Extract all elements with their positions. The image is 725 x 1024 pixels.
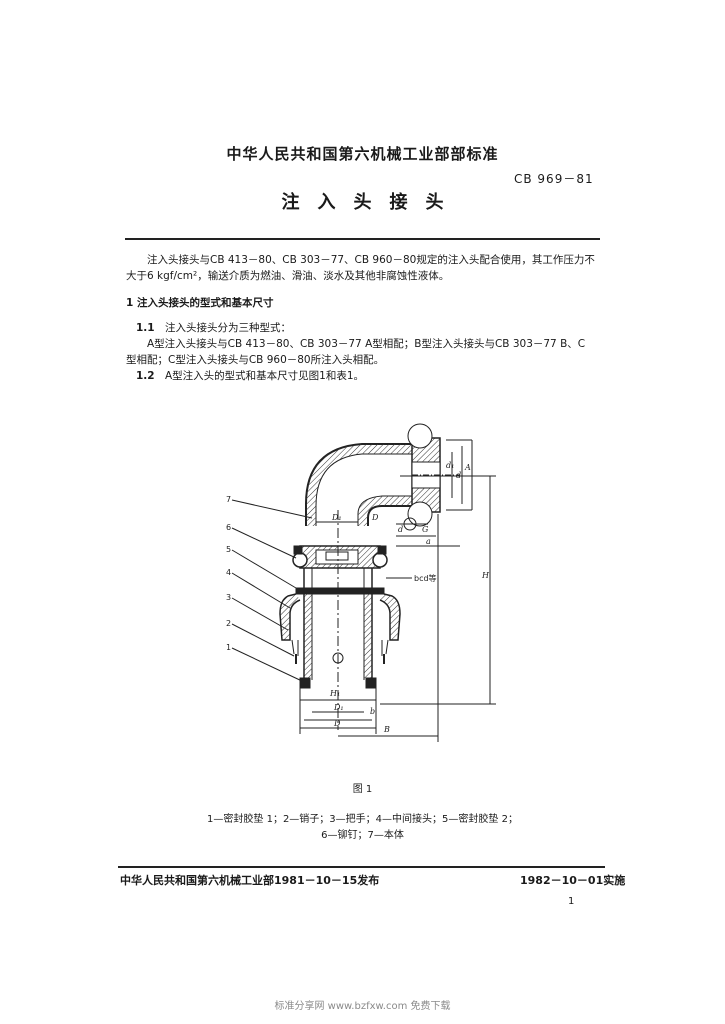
intro-line-1: 注入头接头与CB 413－80、CB 303－77、CB 960－80规定的注入… (147, 254, 595, 266)
item-1-2-number: 1.2 (136, 370, 155, 382)
rivet-right (372, 552, 388, 568)
note-label: bcd等 (414, 573, 437, 583)
outlet-plug-top (407, 423, 433, 449)
part-label-4: 4 (226, 568, 231, 577)
standard-number: CB 969－81 (514, 172, 594, 186)
dim-b: B (383, 725, 390, 734)
item-1-1-line-1: 注入头接头分为三种型式： (165, 322, 291, 334)
effective-date: 1982－10－01实施 (520, 874, 626, 887)
dim-d-top: D (371, 513, 379, 522)
title-rule (125, 238, 600, 240)
issue-date: 中华人民共和国第六机械工业部1981－10－15发布 (120, 874, 380, 887)
intro-line-2: 大于6 kgf/cm²，输送介质为燃油、滑油、淡水及其他非腐蚀性液体。 (126, 270, 450, 282)
dim-g: G (422, 525, 429, 534)
dim-d-small: d (398, 525, 403, 534)
part-label-3: 3 (226, 593, 231, 602)
item-1-1-number: 1.1 (136, 322, 155, 334)
handle-left (279, 593, 301, 641)
part-label-6: 6 (226, 523, 231, 532)
part-label-7: 7 (226, 495, 231, 504)
item-1-1-line-3: 型相配；C型注入头接头与CB 960－80所注入头相配。 (126, 354, 385, 366)
figure-legend-line-1: 1—密封胶垫 1；2—销子；3—把手；4—中间接头；5—密封胶垫 2； (207, 814, 518, 825)
dim-d1-top: D₁ (331, 513, 342, 522)
figure-legend-line-2: 6—铆钉；7—本体 (321, 830, 404, 841)
seal-2 (295, 587, 385, 595)
dim-d1: d₁ (446, 461, 454, 470)
dim-h1: H₁ (329, 689, 340, 698)
rivet-left (292, 552, 308, 568)
joint-drawing: d₁ d A H d G a D₁ D bcd等 H₁ (200, 418, 510, 748)
part-leaders (231, 499, 313, 683)
page-number: 1 (568, 896, 575, 907)
footer-rule (118, 866, 605, 868)
watermark: 标准分享网 www.bzfxw.com 免费下载 (274, 1001, 451, 1012)
dim-d1-bottom: D₁ (333, 703, 344, 712)
dim-a-small: a (426, 537, 431, 546)
dim-b-small: b (370, 707, 375, 716)
dim-d-bottom: D (333, 719, 341, 728)
item-1-2-text: A型注入头的型式和基本尺寸见图1和表1。 (165, 370, 365, 382)
dim-a: A (464, 463, 471, 472)
figure-caption: 图 1 (352, 784, 373, 795)
dim-h: H (481, 571, 490, 580)
document-title: 注入头接头 (281, 192, 462, 213)
seal-1-left (299, 677, 311, 689)
outlet-plug-bottom (407, 501, 433, 527)
part-label-1: 1 (226, 643, 231, 652)
seal-1-right (365, 677, 377, 689)
section-1-heading: 1 注入头接头的型式和基本尺寸 (126, 297, 274, 309)
handle-right (379, 593, 401, 641)
part-label-2: 2 (226, 619, 231, 628)
part-label-5: 5 (226, 545, 231, 554)
item-1-1-line-2: A型注入头接头与CB 413－80、CB 303－77 A型相配；B型注入头接头… (147, 338, 586, 350)
issuing-organization: 中华人民共和国第六机械工业部部标准 (226, 145, 499, 163)
